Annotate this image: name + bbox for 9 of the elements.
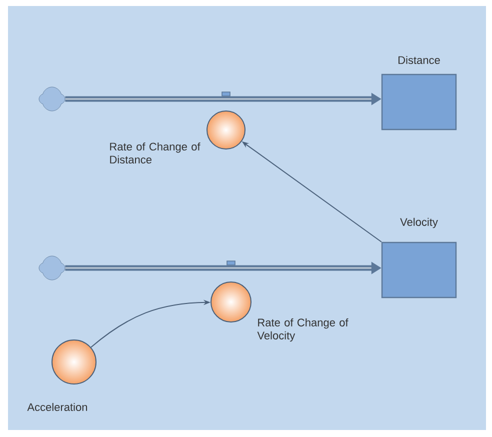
- node-label: Rate of Change of Velocity: [257, 318, 348, 342]
- stock-box: Distance: [381, 56, 457, 130]
- stock-box: Velocity: [381, 218, 457, 298]
- cloud-icon: [38, 86, 66, 112]
- node-label: Velocity: [400, 218, 438, 228]
- cloud-icon: [38, 256, 66, 280]
- node-label: Rate of Change of Distance: [110, 142, 200, 164]
- node-label: Acceleration: [27, 402, 88, 412]
- node-label: Distance: [398, 56, 440, 64]
